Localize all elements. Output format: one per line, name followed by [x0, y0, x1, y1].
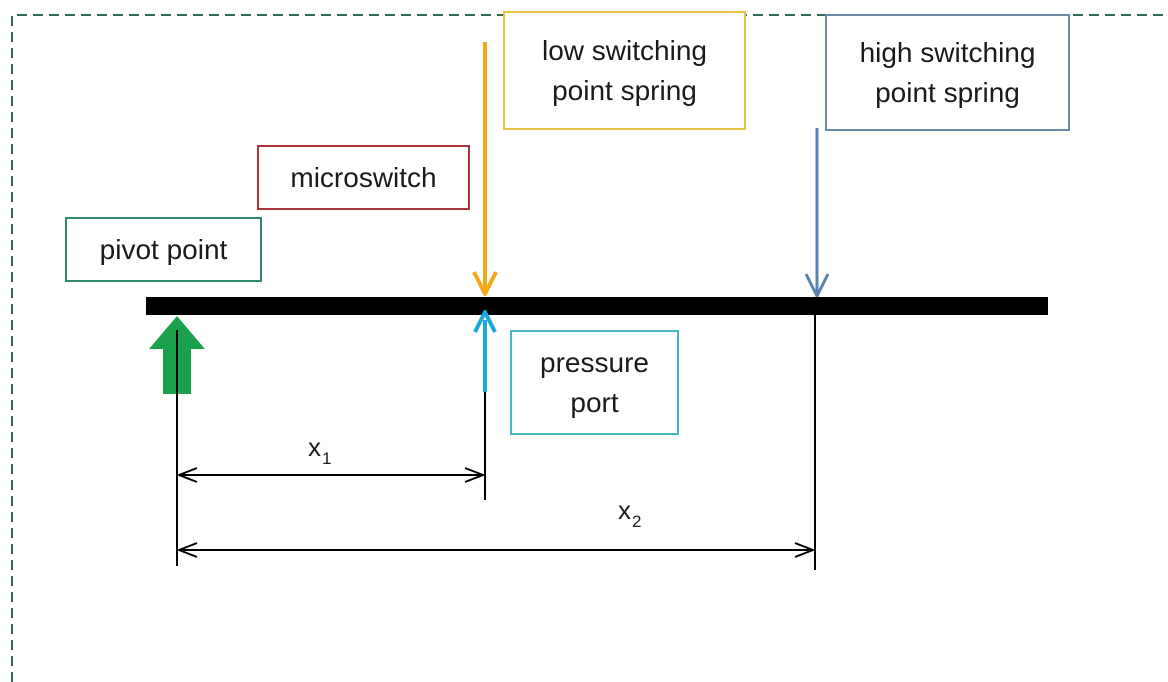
microswitch-label: microswitch: [257, 145, 470, 210]
pivot-point-label: pivot point: [65, 217, 262, 282]
high-spring-arrowhead: [804, 273, 830, 298]
low-switching-spring-label: low switching point spring: [503, 11, 746, 130]
x2-dimension-label: x2: [618, 495, 642, 531]
microswitch-text: microswitch: [290, 161, 437, 193]
pressure-port-arrowhead: [473, 310, 497, 333]
low-spring-arrowhead: [472, 271, 498, 296]
pivot-point-text: pivot point: [99, 233, 228, 265]
high-spring-text-line1: high switching: [859, 36, 1036, 68]
pressure-port-text-line2: port: [570, 386, 619, 418]
pressure-port-text-line1: pressure: [540, 346, 649, 378]
x1-dimension-label: x1: [308, 432, 332, 468]
x2-subscript: 2: [632, 512, 642, 531]
low-spring-text-line2: point spring: [552, 74, 697, 106]
x1-symbol: x: [308, 432, 321, 462]
x2-symbol: x: [618, 495, 631, 525]
low-spring-text-line1: low switching: [542, 34, 707, 66]
x1-subscript: 1: [322, 449, 332, 468]
high-switching-spring-label: high switching point spring: [825, 14, 1070, 131]
high-spring-text-line2: point spring: [875, 76, 1020, 108]
pressure-port-label: pressure port: [510, 330, 679, 435]
lever-beam: [146, 297, 1048, 315]
